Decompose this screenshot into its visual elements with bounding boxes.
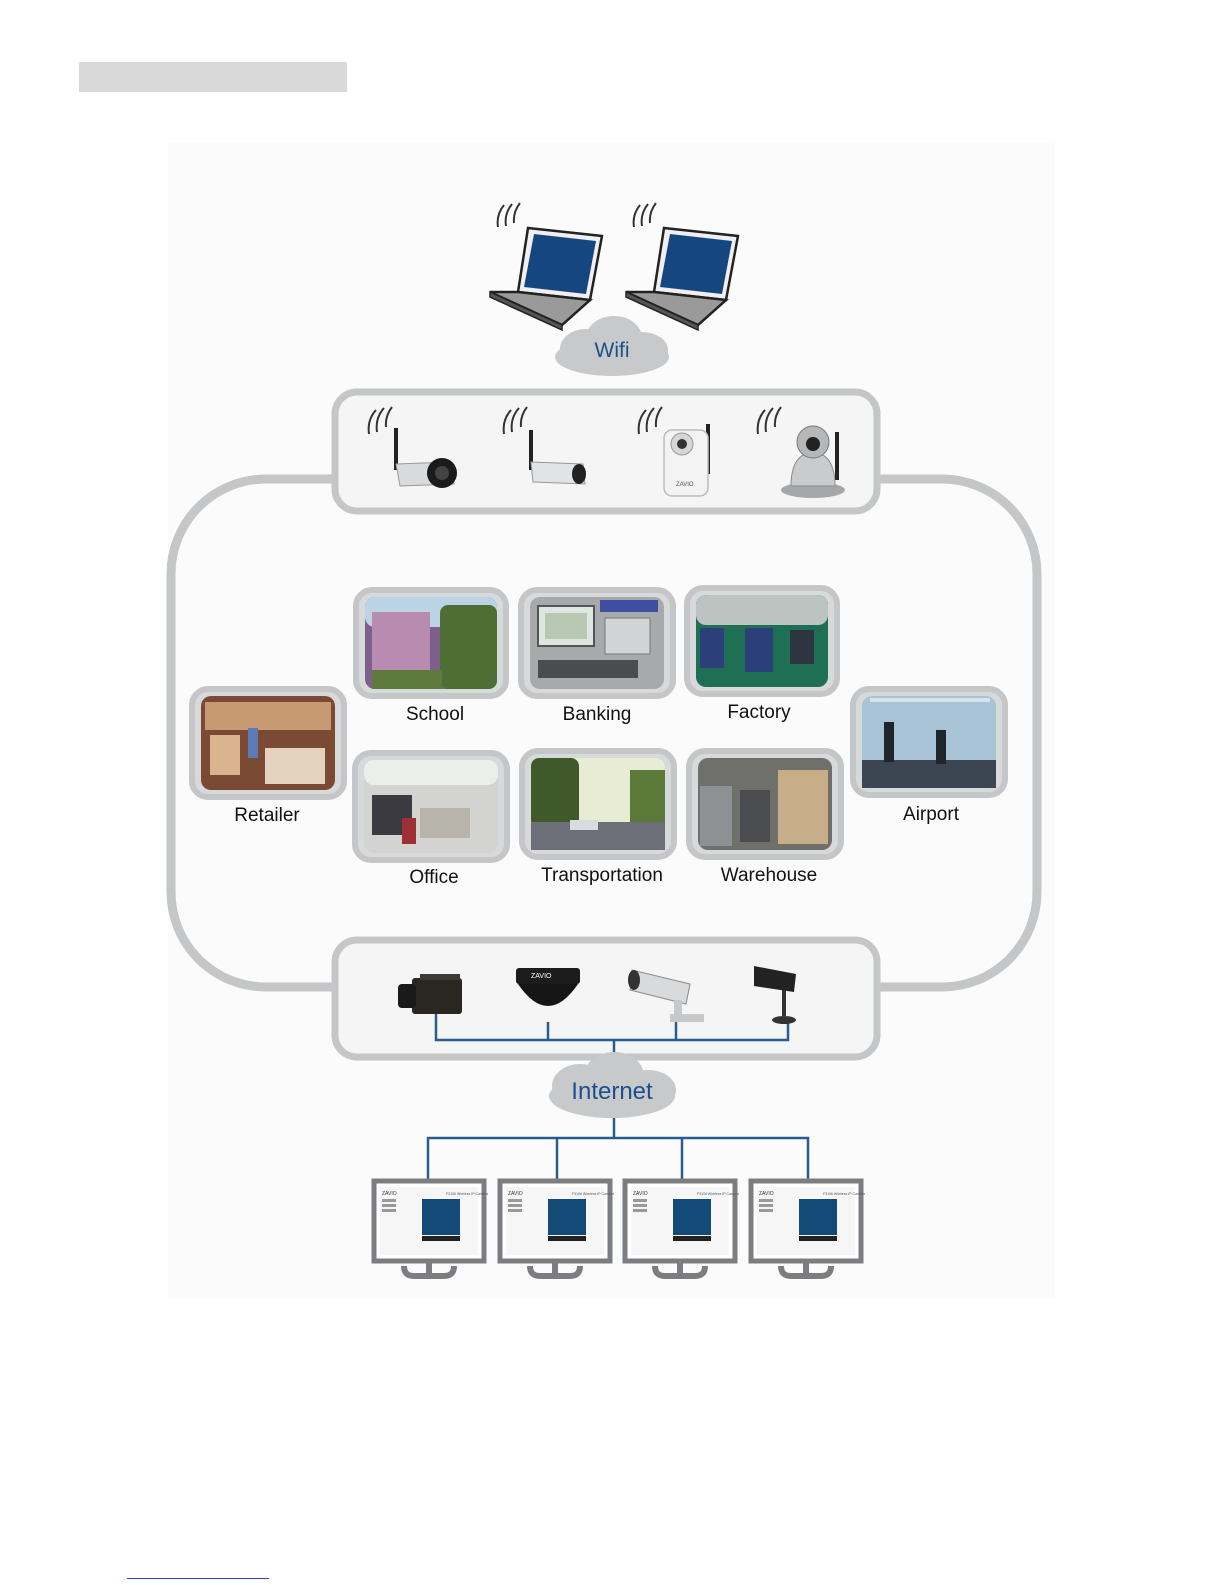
monitor-title-text: F3106 Wireless IP Camera (572, 1192, 614, 1196)
location-label-warehouse: Warehouse (721, 865, 817, 887)
location-label-transportation: Transportation (541, 865, 663, 887)
location-label-banking: Banking (563, 704, 632, 726)
device-brand-text: ZAVIO (531, 973, 552, 980)
monitor-icon: ZAVIO F3106 Wireless IP Camera (374, 1181, 488, 1277)
location-label-school: School (406, 704, 464, 726)
monitor-connection-lines (428, 1118, 808, 1183)
location-photo-transportation (522, 751, 674, 857)
monitor-title-text: F3106 Wireless IP Camera (446, 1192, 488, 1196)
monitor-icon: ZAVIO F3106 Wireless IP Camera (500, 1181, 614, 1277)
laptop-icon (490, 203, 602, 330)
location-photo-factory (687, 588, 837, 694)
location-label-factory: Factory (727, 702, 790, 724)
device-brand-text: ZAVIO (676, 482, 694, 488)
location-photo-retailer (192, 689, 344, 797)
location-label-retailer: Retailer (234, 805, 299, 827)
wifi-label: Wifi (595, 339, 630, 363)
location-photo-airport (853, 689, 1005, 795)
monitor-brand-text: ZAVIO (382, 1191, 397, 1197)
internet-label: Internet (571, 1078, 652, 1106)
location-photo-warehouse (689, 751, 841, 857)
monitor-icon: ZAVIO F3106 Wireless IP Camera (751, 1181, 865, 1277)
location-label-airport: Airport (903, 804, 959, 826)
location-photo-banking (521, 590, 673, 696)
location-photo-school (356, 590, 506, 696)
monitor-brand-text: ZAVIO (759, 1191, 774, 1197)
laptop-icon (626, 203, 738, 330)
monitor-brand-text: ZAVIO (508, 1191, 523, 1197)
footer-link-underline[interactable] (127, 1578, 269, 1579)
location-label-office: Office (409, 867, 458, 889)
location-photo-office (355, 753, 507, 860)
monitor-brand-text: ZAVIO (633, 1191, 648, 1197)
monitor-title-text: F3106 Wireless IP Camera (697, 1192, 739, 1196)
monitor-title-text: F3106 Wireless IP Camera (823, 1192, 865, 1196)
monitor-icon: ZAVIO F3106 Wireless IP Camera (625, 1181, 739, 1277)
